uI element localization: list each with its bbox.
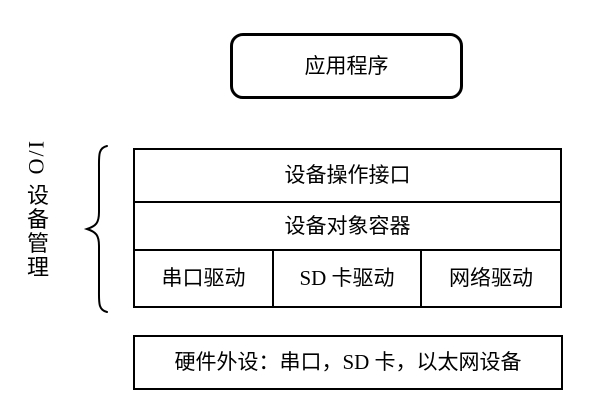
device-object-container-layer-label: 设备对象容器 [284, 213, 411, 238]
application-box: 应用程序 [230, 33, 463, 99]
serial-driver-cell: 串口驱动 [135, 251, 274, 306]
application-box-label: 应用程序 [304, 53, 389, 78]
serial-driver-label: 串口驱动 [161, 266, 246, 290]
driver-layer: 串口驱动 SD 卡驱动 网络驱动 [135, 251, 560, 306]
hardware-peripherals-box: 硬件外设：串口，SD 卡，以太网设备 [133, 335, 563, 390]
network-driver-cell: 网络驱动 [422, 251, 560, 306]
curly-brace-icon [83, 145, 108, 313]
sdcard-driver-cell: SD 卡驱动 [274, 251, 422, 306]
device-management-stack: 设备操作接口 设备对象容器 串口驱动 SD 卡驱动 网络驱动 [133, 148, 562, 308]
device-object-container-layer: 设备对象容器 [135, 203, 560, 251]
network-driver-label: 网络驱动 [449, 266, 533, 290]
sdcard-driver-label: SD 卡驱动 [299, 266, 395, 290]
io-device-management-label: I/O 设备管理 [24, 141, 49, 280]
hardware-peripherals-label: 硬件外设：串口，SD 卡，以太网设备 [174, 350, 522, 374]
device-interface-layer: 设备操作接口 [135, 150, 560, 203]
device-interface-layer-label: 设备操作接口 [284, 163, 411, 187]
